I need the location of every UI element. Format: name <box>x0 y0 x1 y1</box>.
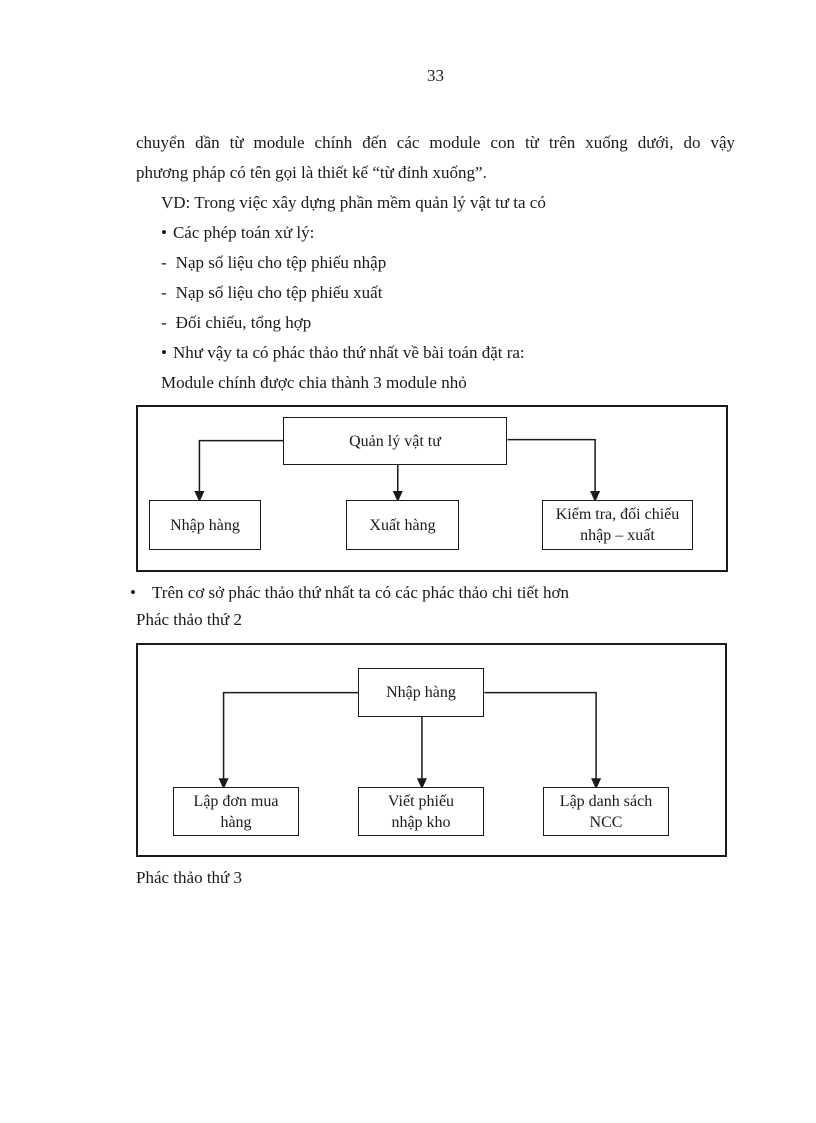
dash-item-1-label: Nạp số liệu cho tệp phiếu nhập <box>175 253 387 272</box>
arrow-to-lap-don-mua-hang <box>218 691 360 790</box>
arrow-to-viet-phieu <box>416 716 427 790</box>
diagram-first-draft: Quản lý vật tư Nhập hàng Xuất hàng Kiểm … <box>136 405 728 572</box>
bullet-icon: • <box>161 343 167 362</box>
flowchart-box-nhap-hang: Nhập hàng <box>149 500 261 550</box>
flowchart-box-viet-phieu-nhap-kho: Viết phiếu nhập kho <box>358 787 484 836</box>
dash-item-2-label: Nạp số liệu cho tệp phiếu xuất <box>175 283 383 302</box>
dash-item-1: -Nạp số liệu cho tệp phiếu nhập <box>136 248 735 278</box>
dash-item-3: -Đối chiếu, tổng hợp <box>136 308 735 338</box>
bullet-item-3: • Trên cơ sở phác thảo thứ nhất ta có các… <box>130 578 569 608</box>
bullet-item-2-label: Như vậy ta có phác thảo thứ nhất về bài … <box>172 343 525 362</box>
dash-item-3-label: Đối chiếu, tổng hợp <box>175 313 312 332</box>
module-line: Module chính được chia thành 3 module nh… <box>161 373 467 392</box>
arrow-to-xuat-hang <box>392 464 403 503</box>
arrow-to-kiem-tra <box>507 438 601 503</box>
bullet-icon: • <box>161 223 167 242</box>
flowchart-box-lap-danh-sach-ncc: Lập danh sách NCC <box>543 787 669 836</box>
arrow-to-lap-danh-sach <box>484 691 602 790</box>
flowchart-box-quan-ly-vat-tu: Quản lý vật tư <box>283 417 507 465</box>
draft2-label: Phác thảo thứ 2 <box>136 610 243 629</box>
paragraph-line-2: phương pháp có tên gọi là thiết kế “từ đ… <box>136 163 487 182</box>
flowchart-box-xuat-hang: Xuất hàng <box>346 500 459 550</box>
flowchart-box-nhap-hang-root: Nhập hàng <box>358 668 484 717</box>
bullet-item-2: • Như vậy ta có phác thảo thứ nhất về bài… <box>136 338 735 368</box>
diagram-second-draft: Nhập hàng Lập đơn mua hàng Viết phiếu nh… <box>136 643 727 857</box>
bullet-item-3-label: Trên cơ sở phác thảo thứ nhất ta có các … <box>152 583 569 602</box>
bullet-item-1: • Các phép toán xử lý: <box>136 218 735 248</box>
dash-icon: - <box>161 283 167 302</box>
draft3-label: Phác thảo thứ 3 <box>136 868 243 887</box>
dash-item-2: -Nạp số liệu cho tệp phiếu xuất <box>136 278 735 308</box>
flowchart-box-lap-don-mua-hang: Lập đơn mua hàng <box>173 787 299 836</box>
page-number: 33 <box>427 66 444 85</box>
dash-icon: - <box>161 253 167 272</box>
dash-icon: - <box>161 313 167 332</box>
diagram1-arrows <box>194 438 601 503</box>
arrow-to-nhap-hang <box>194 439 284 503</box>
bullet-item-1-label: Các phép toán xử lý: <box>172 223 315 242</box>
bullet-icon: • <box>130 583 136 602</box>
example-line: VD: Trong việc xây dựng phần mềm quản lý… <box>161 193 546 212</box>
diagram2-arrows <box>218 691 602 790</box>
body-text: chuyển dần từ module chính đến các modul… <box>136 128 735 398</box>
flowchart-box-kiem-tra: Kiểm tra, đối chiếu nhập – xuất <box>542 500 693 550</box>
paragraph-line-1: chuyển dần từ module chính đến các modul… <box>136 133 735 152</box>
